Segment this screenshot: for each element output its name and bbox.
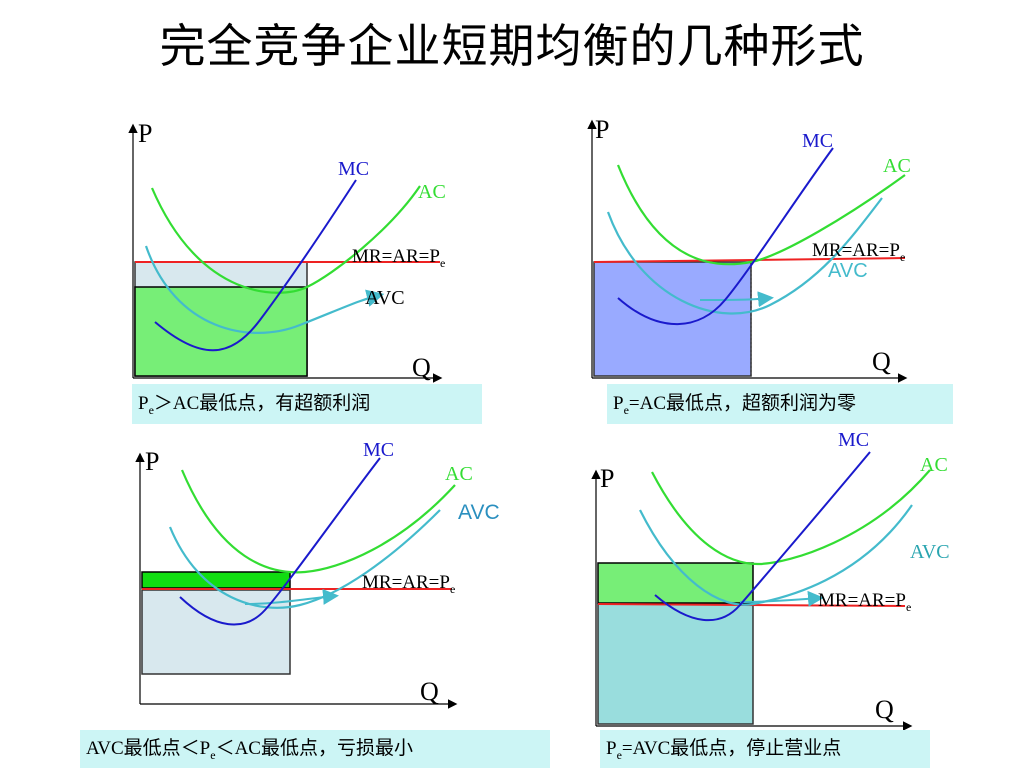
mc-curve bbox=[617, 147, 834, 326]
p-axis-label: P bbox=[145, 447, 159, 476]
mc-label: MC bbox=[338, 158, 369, 180]
cost-area bbox=[593, 261, 752, 377]
ac-label: AC bbox=[445, 463, 473, 485]
avc-label: AVC bbox=[910, 541, 950, 563]
q-axis-label: Q bbox=[412, 353, 431, 382]
ac-curve bbox=[651, 469, 931, 566]
loss-area bbox=[141, 571, 291, 589]
panel-3: P Q MC AC AVC MR=AR=Pe bbox=[135, 439, 500, 709]
panel-4: P Q MC AC AVC MR=AR=Pe bbox=[591, 429, 950, 731]
ac-curve bbox=[150, 185, 421, 294]
ac-label: AC bbox=[883, 155, 911, 177]
mc-label: MC bbox=[838, 429, 869, 451]
avc-arrow bbox=[244, 588, 339, 605]
page-title: 完全竞争企业短期均衡的几种形式 bbox=[159, 19, 865, 73]
mc-curve bbox=[654, 451, 871, 622]
price-label: MR=AR=Pe bbox=[812, 240, 905, 264]
mc-label: MC bbox=[363, 439, 394, 461]
price-label: MR=AR=Pe bbox=[352, 246, 445, 270]
avc-label: AVC bbox=[458, 501, 500, 524]
avc-curve bbox=[168, 509, 441, 609]
mc-label: MC bbox=[802, 130, 833, 152]
ac-curve bbox=[616, 164, 906, 266]
price-label: MR=AR=Pe bbox=[818, 590, 911, 614]
avc-arrow bbox=[739, 590, 824, 607]
avc-arrow bbox=[699, 291, 774, 308]
loss-area bbox=[597, 562, 754, 604]
price-label: MR=AR=Pe bbox=[362, 572, 455, 596]
ac-label: AC bbox=[418, 181, 446, 203]
price-line bbox=[593, 257, 906, 263]
mc-curve bbox=[179, 457, 381, 626]
mc-curve bbox=[154, 179, 357, 352]
q-axis-label: Q bbox=[872, 347, 891, 376]
p-axis-label: P bbox=[138, 119, 152, 148]
avc-curve bbox=[639, 504, 913, 606]
avc-label: AVC bbox=[365, 287, 405, 309]
caption-shutdown-point: Pe=AVC最低点，停止营业点 bbox=[600, 730, 930, 768]
q-axis-label: Q bbox=[420, 677, 439, 706]
panel-1: P Q MC AC MR=AR=Pe AVC bbox=[128, 119, 446, 383]
avc-label: AVC bbox=[828, 260, 868, 282]
p-axis-label: P bbox=[600, 464, 614, 493]
panel-2: P Q MC AC MR=AR=Pe AVC bbox=[587, 115, 911, 383]
avc-curve bbox=[144, 245, 385, 334]
caption-minimum-loss: AVC最低点＜Pe＜AC最低点，亏损最小 bbox=[80, 730, 550, 768]
p-axis-label: P bbox=[595, 115, 609, 144]
caption-zero-profit: Pe=AC最低点，超额利润为零 bbox=[607, 384, 953, 424]
cost-area bbox=[597, 603, 754, 725]
q-axis-label: Q bbox=[875, 695, 894, 724]
ac-curve bbox=[180, 469, 456, 574]
ac-label: AC bbox=[920, 454, 948, 476]
caption-excess-profit: Pe＞AC最低点，有超额利润 bbox=[132, 384, 482, 424]
